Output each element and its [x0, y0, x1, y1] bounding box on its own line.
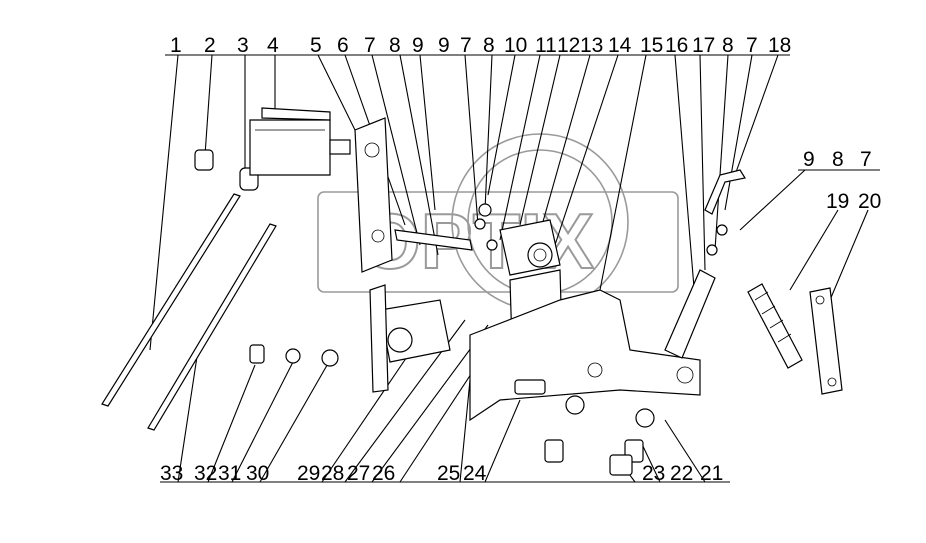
part-solenoid — [369, 284, 451, 393]
part-pedal-arm — [469, 289, 701, 422]
callout-label: 16 — [665, 34, 688, 57]
part-link — [809, 287, 843, 395]
callout-label: 8 — [389, 34, 401, 57]
callout-label: 30 — [246, 462, 269, 485]
callout-label: 19 — [826, 190, 849, 213]
callout-label: 15 — [640, 34, 663, 57]
callout-label: 32 — [194, 462, 217, 485]
callout-label: 18 — [768, 34, 791, 57]
part-rods — [101, 193, 277, 431]
callout-label: 7 — [460, 34, 472, 57]
callout-label: 22 — [670, 462, 693, 485]
callout-label: 26 — [372, 462, 395, 485]
callout-label: 9 — [412, 34, 424, 57]
part-spring — [747, 283, 803, 369]
callout-label: 20 — [858, 190, 881, 213]
callout-label: 5 — [310, 34, 322, 57]
part-hook — [704, 169, 746, 215]
callout-label: 7 — [746, 34, 758, 57]
part-cylinder — [249, 107, 351, 176]
callout-label: 8 — [722, 34, 734, 57]
part-lever — [664, 224, 728, 359]
callout-label: 33 — [160, 462, 183, 485]
callout-label: 7 — [364, 34, 376, 57]
callout-label: 11 — [535, 34, 557, 57]
callouts-right: 9 8 7 19 20 — [803, 148, 881, 213]
callout-label: 8 — [483, 34, 495, 57]
callout-label: 1 — [170, 34, 182, 57]
callout-label: 7 — [860, 148, 872, 171]
part-fasteners — [249, 344, 655, 476]
callout-label: 4 — [267, 34, 279, 57]
callout-label: 10 — [504, 34, 527, 57]
callout-label: 31 — [218, 462, 241, 485]
callout-label: 12 — [557, 34, 580, 57]
callout-label: 17 — [692, 34, 715, 57]
callout-label: 24 — [463, 462, 487, 485]
callouts-top: 1 2 3 4 5 6 7 8 9 9 7 8 10 11 12 13 14 1… — [170, 34, 791, 57]
callout-label: 9 — [803, 148, 815, 171]
callout-label: 9 — [438, 34, 450, 57]
callout-label: 23 — [642, 462, 665, 485]
callout-label: 3 — [237, 34, 249, 57]
part-fittings — [194, 149, 259, 191]
callout-label: 25 — [437, 462, 460, 485]
callout-label: 27 — [347, 462, 370, 485]
callout-label: 29 — [297, 462, 320, 485]
callout-label: 8 — [832, 148, 844, 171]
part-valve — [499, 219, 561, 276]
part-bracket-plate — [354, 117, 393, 273]
callout-label: 14 — [608, 34, 632, 57]
callouts-bottom: 33 32 31 30 29 28 27 26 25 24 23 22 21 — [160, 462, 723, 485]
callout-label: 28 — [321, 462, 344, 485]
callout-label: 2 — [204, 34, 216, 57]
callout-label: 6 — [337, 34, 349, 57]
part-linkage — [394, 203, 498, 251]
callout-label: 13 — [580, 34, 603, 57]
callout-label: 21 — [700, 462, 723, 485]
